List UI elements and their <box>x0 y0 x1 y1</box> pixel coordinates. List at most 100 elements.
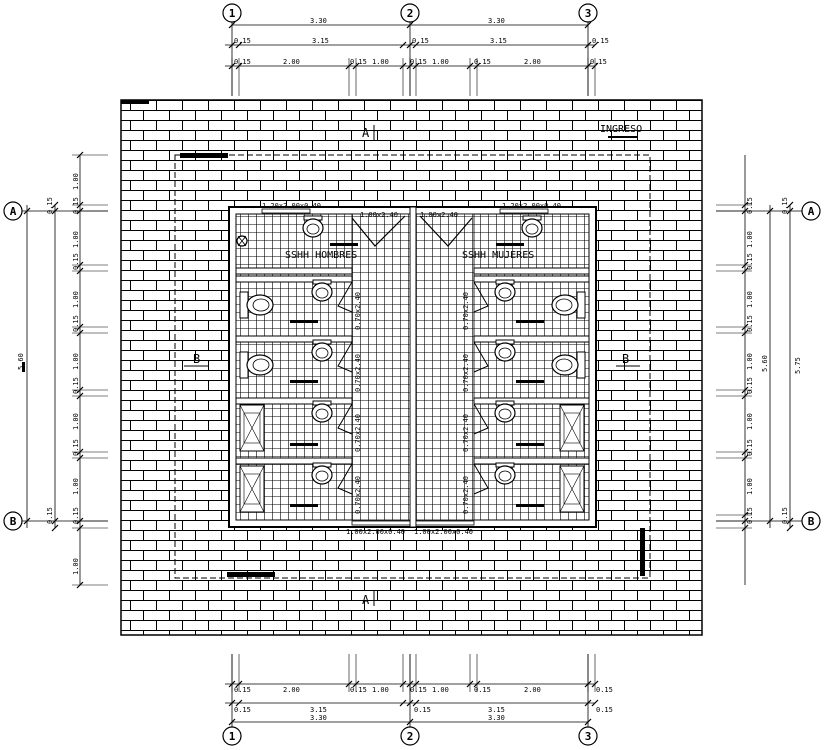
window-label-left-top: 1.20x2.00x0.40 <box>262 202 321 210</box>
men-door-label: 1.00x2.40 <box>360 211 398 219</box>
dim-text: 0.15 <box>746 507 754 524</box>
dim-text: 1.00 <box>746 291 754 308</box>
dim-text: 0.15 <box>746 377 754 394</box>
drain-line <box>516 380 544 383</box>
dimension-tick <box>406 699 414 707</box>
grid-bubble-bottom: 3 <box>578 726 598 746</box>
dimension-tick <box>584 699 592 707</box>
stall-partition <box>473 275 590 283</box>
dim-text: 3.15 <box>490 37 507 45</box>
sink-icon <box>494 279 516 302</box>
stall-door-label: 0.70x2.40 <box>462 292 470 330</box>
dimension-tick <box>235 699 243 707</box>
dim-text: 0.15 <box>72 439 80 456</box>
sink-icon <box>311 462 333 485</box>
shower-icon <box>239 404 265 452</box>
stall-door-swing <box>337 463 353 495</box>
dim-text: 1.00 <box>72 558 80 575</box>
grid-bubble-bottom: 1 <box>222 726 242 746</box>
stall-door-label: 0.70x2.40 <box>462 354 470 392</box>
dim-text: 2.00 <box>524 58 541 66</box>
svg-text:2: 2 <box>407 7 414 20</box>
section-b-left: B <box>184 352 208 367</box>
men-corridor <box>351 213 411 521</box>
section-b-right: B <box>616 352 640 367</box>
dim-marker <box>22 362 25 372</box>
dim-text: 1.00 <box>72 413 80 430</box>
grid-bubble-top: 2 <box>400 3 420 23</box>
drain-line <box>516 320 544 323</box>
toilet-icon <box>551 291 586 319</box>
dim-text: 5.75 <box>794 357 802 374</box>
stall-partition <box>235 275 353 283</box>
svg-text:2: 2 <box>407 730 414 743</box>
sink-icon <box>494 339 516 362</box>
central-wall <box>409 206 417 528</box>
dimension-tick <box>786 201 794 209</box>
drain-line <box>290 443 318 446</box>
dim-text: 2.00 <box>283 58 300 66</box>
drain-line <box>290 504 318 507</box>
dim-text: 3.15 <box>310 706 327 714</box>
dim-text: 3.30 <box>488 17 505 25</box>
entrance-label: INGRESO <box>600 124 642 135</box>
sink-icon <box>302 215 324 238</box>
men-room-label: SSHH HOMBRES <box>285 250 357 261</box>
svg-text:B: B <box>622 352 629 366</box>
dim-text: 0.15 <box>596 706 613 714</box>
dimension-tick <box>51 517 59 525</box>
dim-text: 0.15 <box>72 377 80 394</box>
dimension-tick <box>228 41 236 49</box>
dimension-tick <box>584 21 592 29</box>
dim-text: 0.15 <box>746 315 754 332</box>
dim-text: 1.00 <box>432 686 449 694</box>
sink-icon <box>494 400 516 423</box>
dim-text: 0.15 <box>234 58 251 66</box>
bench-right <box>640 528 645 576</box>
toilet-icon <box>551 351 586 379</box>
drain-line <box>516 504 544 507</box>
dim-text: 0.15 <box>746 253 754 270</box>
dim-text: 1.00 <box>72 173 80 190</box>
stall-partition <box>235 397 353 405</box>
dimension-tick <box>786 524 794 532</box>
grid-bubble-left: B <box>3 511 23 531</box>
svg-text:A: A <box>362 126 370 140</box>
stall-partition <box>235 335 353 343</box>
stall-door-swing <box>473 463 489 495</box>
sink-icon <box>494 462 516 485</box>
grid-bubble-right: A <box>801 201 821 221</box>
dimension-tick <box>228 718 236 726</box>
toilet-icon <box>239 291 274 319</box>
entrance-underline <box>608 136 638 138</box>
dim-text: 1.00 <box>746 413 754 430</box>
section-a-bottom: A <box>362 590 375 607</box>
svg-text:A: A <box>10 205 17 218</box>
drain-line <box>330 243 358 246</box>
window-top-left <box>261 208 311 214</box>
window-bottom-left <box>351 520 411 526</box>
men-main-door-swing <box>351 215 406 247</box>
dim-text: 1.00 <box>72 291 80 308</box>
dim-text: 0.15 <box>596 686 613 694</box>
svg-text:3: 3 <box>585 7 592 20</box>
stall-door-label: 0.70x2.40 <box>462 414 470 452</box>
stall-door-swing <box>337 281 353 313</box>
stall-partition <box>473 457 590 465</box>
sink-icon <box>311 339 333 362</box>
dimension-tick <box>766 517 774 525</box>
window-label-right-top: 1.20x2.00x0.40 <box>502 202 561 210</box>
svg-text:B: B <box>193 352 200 366</box>
dim-text: 3.30 <box>310 714 327 722</box>
drain-line <box>290 320 318 323</box>
dimension-tick <box>23 517 31 525</box>
dimension-tick <box>412 41 420 49</box>
stall-door-label: 0.70x2.40 <box>462 476 470 514</box>
dim-text: 0.15 <box>781 507 789 524</box>
dimension-tick <box>412 699 420 707</box>
dim-text: 1.00 <box>72 478 80 495</box>
dim-text: 0.15 <box>590 58 607 66</box>
stall-door-swing <box>473 341 489 373</box>
dimension-tick <box>786 517 794 525</box>
stall-door-swing <box>473 403 489 435</box>
